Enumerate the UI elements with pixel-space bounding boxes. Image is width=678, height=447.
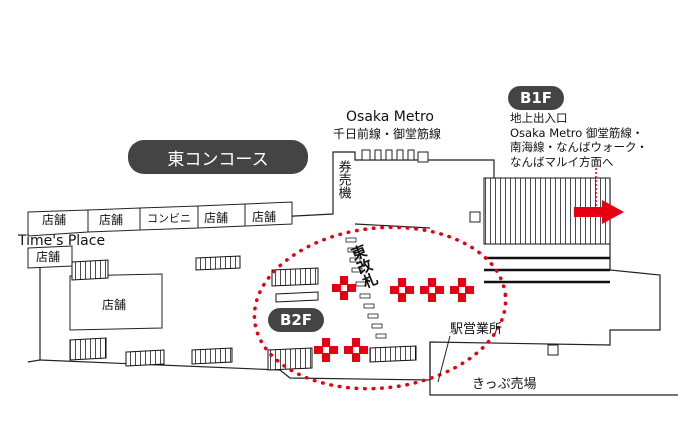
east-gate-highlight: [252, 225, 508, 391]
shop-label: 店舗: [99, 213, 124, 227]
ticket-gate-icons: [314, 276, 474, 362]
gate-icon: [420, 278, 444, 302]
office-pointer: [437, 335, 451, 383]
stair-center-mid: [275, 291, 319, 303]
shop-row-top: [27, 201, 293, 237]
stair-left-top: [71, 259, 109, 281]
b1f-text: B1F: [519, 89, 553, 107]
stair-left-bottom: [69, 337, 107, 361]
stair-mid-top: [195, 255, 241, 271]
shop-label: 店舗: [42, 213, 67, 227]
gate-icon: [332, 276, 356, 300]
shop-label: 店舗: [36, 250, 61, 264]
pillars: [361, 149, 559, 356]
gate-line: [345, 237, 387, 339]
ticket-machine-label: 券売機: [335, 160, 351, 199]
exit-info-line: なんばマルイ方面へ: [510, 154, 614, 169]
metro-name: Osaka Metro: [346, 109, 434, 125]
steps-b1f: [484, 256, 610, 284]
gate-icon: [344, 338, 368, 362]
b2f-text: B2F: [279, 311, 313, 329]
exit-info-line: 地上出入口: [510, 111, 568, 125]
concourse-label-text: 東コンコース: [167, 149, 269, 170]
gate-icon: [390, 278, 414, 302]
stairs: [69, 177, 611, 371]
exit-info-line: 南海線・なんばウォーク・: [510, 140, 648, 154]
gate-icon: [314, 338, 338, 362]
concourse-label: 東コンコース: [128, 140, 308, 174]
b1f-badge: B1F: [508, 86, 564, 110]
stair-bottom-2: [191, 347, 233, 365]
place-name: Time's Place: [18, 233, 106, 249]
exit-arrow-icon: [574, 200, 624, 224]
gate-icon: [450, 278, 474, 302]
stair-bottom-1: [125, 349, 165, 367]
ticket-counter-label: きっぷ売場: [472, 377, 537, 392]
b2f-badge: B2F: [268, 308, 324, 332]
escalator-b1f: [483, 177, 611, 245]
stair-center-top: [271, 267, 319, 287]
shop-big-box: [69, 273, 163, 331]
stair-office: [369, 345, 417, 363]
shop-label: 店舗: [252, 210, 277, 224]
exit-info-line: Osaka Metro 御堂筋線・: [510, 125, 644, 140]
stair-center-bottom: [267, 347, 313, 371]
station-office-label: 駅営業所: [450, 322, 503, 337]
metro-lines: 千日前線・御堂筋線: [333, 127, 442, 141]
shop-label: 店舗: [102, 298, 127, 312]
convenience-store-label: コンビニ: [147, 212, 191, 225]
exit-info: 地上出入口 Osaka Metro 御堂筋線・ 南海線・なんばウォーク・ なんば…: [510, 111, 648, 169]
shop-label: 店舗: [204, 211, 229, 225]
